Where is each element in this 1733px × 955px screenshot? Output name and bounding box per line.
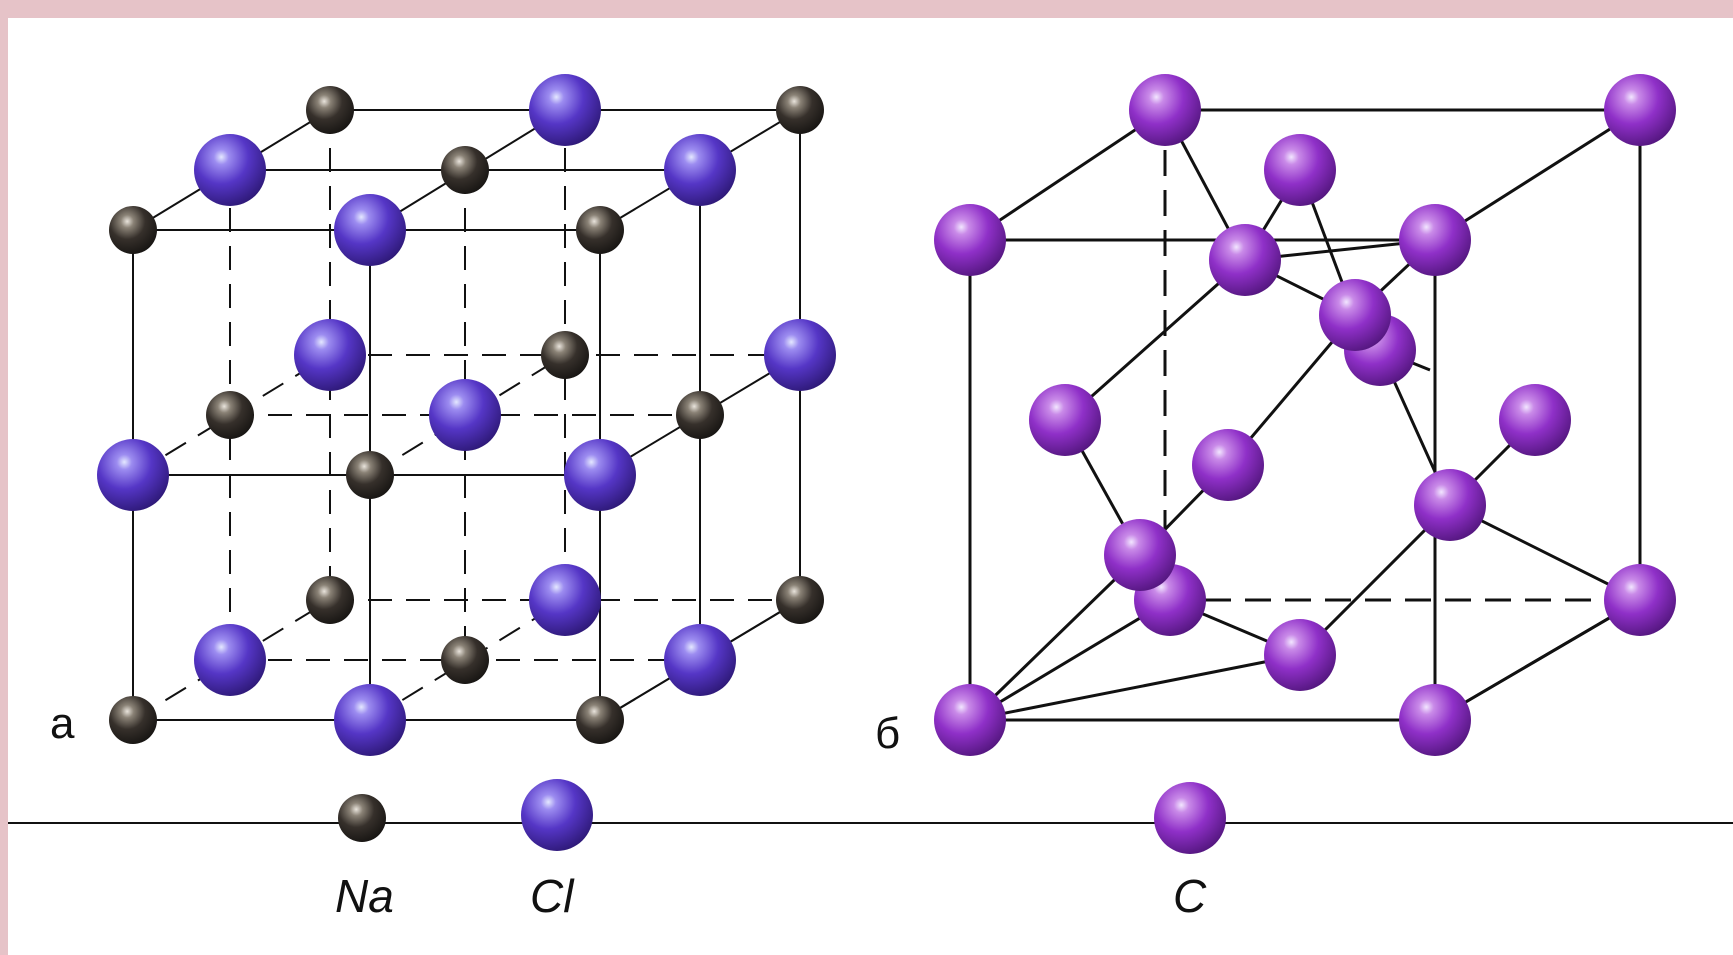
na-atom — [676, 391, 724, 439]
c-atom — [1104, 519, 1176, 591]
na-atom — [206, 391, 254, 439]
cl-atom — [529, 564, 601, 636]
cl-atom — [334, 194, 406, 266]
cl-atom — [564, 439, 636, 511]
legend-na-atom — [338, 794, 386, 842]
legend-cl-atom — [521, 779, 593, 851]
panel-b-label: б — [875, 709, 900, 758]
legend-na-label: Na — [335, 870, 394, 922]
na-atom — [576, 696, 624, 744]
cl-atom — [764, 319, 836, 391]
diamond-atoms — [934, 74, 1676, 756]
c-atom — [1399, 204, 1471, 276]
legend-c-atom — [1154, 782, 1226, 854]
c-atom — [1604, 74, 1676, 146]
c-atom — [1319, 279, 1391, 351]
cl-atom — [294, 319, 366, 391]
c-atom — [1129, 74, 1201, 146]
cl-atom — [529, 74, 601, 146]
c-atom — [1264, 619, 1336, 691]
legend: Na Cl C — [335, 779, 1226, 922]
na-atom — [441, 636, 489, 684]
c-atom — [1499, 384, 1571, 456]
na-atom — [346, 451, 394, 499]
cl-atom — [429, 379, 501, 451]
legend-cl-label: Cl — [530, 870, 575, 922]
cl-atom — [97, 439, 169, 511]
c-atom — [934, 684, 1006, 756]
c-atom — [1192, 429, 1264, 501]
cl-atom — [194, 134, 266, 206]
na-atom — [776, 86, 824, 134]
na-atom — [541, 331, 589, 379]
c-atom — [1209, 224, 1281, 296]
cl-atom — [194, 624, 266, 696]
na-atom — [576, 206, 624, 254]
c-atom — [1029, 384, 1101, 456]
na-atom — [441, 146, 489, 194]
na-atom — [109, 206, 157, 254]
c-atom — [1414, 469, 1486, 541]
cl-atom — [664, 624, 736, 696]
na-atom — [306, 576, 354, 624]
na-atom — [109, 696, 157, 744]
cl-atom — [664, 134, 736, 206]
panel-a-label: а — [50, 699, 75, 748]
legend-c-label: C — [1173, 870, 1207, 922]
c-atom — [934, 204, 1006, 276]
na-atom — [776, 576, 824, 624]
c-atom — [1399, 684, 1471, 756]
na-atom — [306, 86, 354, 134]
cl-atom — [334, 684, 406, 756]
nacl-atoms — [97, 74, 836, 756]
c-atom — [1264, 134, 1336, 206]
c-atom — [1604, 564, 1676, 636]
